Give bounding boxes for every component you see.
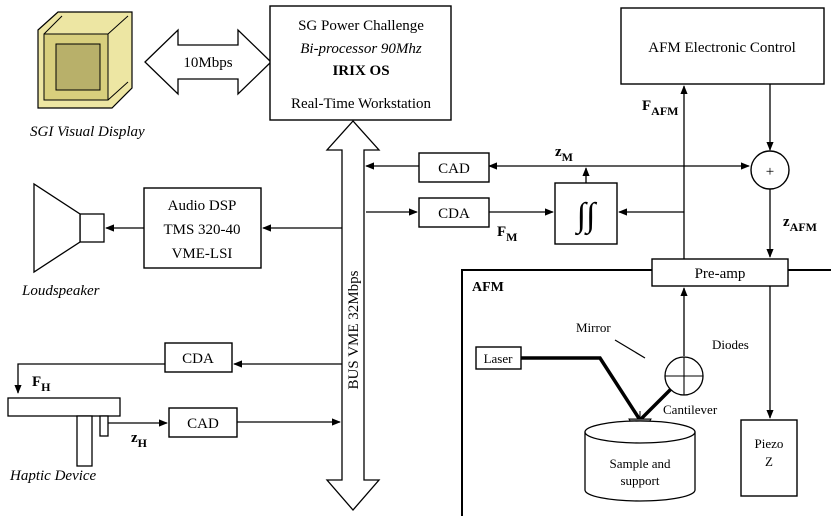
cda-mid-label: CDA (438, 206, 470, 222)
z-afm-label: zAFM (783, 214, 817, 234)
workstation-line1: SG Power Challenge (298, 18, 424, 34)
f-h-label: FH (32, 374, 51, 394)
workstation-line3: IRIX OS (332, 63, 389, 79)
afm-title: AFM (472, 280, 504, 295)
display-label: SGI Visual Display (30, 124, 145, 140)
vme-bus-arrow (325, 120, 381, 511)
piezo-box (740, 419, 798, 497)
z-h-label: zH (131, 430, 148, 450)
piezo-label-line2: Z (765, 454, 773, 469)
afm-control-label: AFM Electronic Control (648, 40, 795, 56)
vme-bus-label: BUS VME 32Mbps (346, 270, 362, 389)
f-afm-label: FAFM (642, 98, 679, 118)
laser-beam-path (521, 356, 686, 423)
cad-top-label: CAD (438, 161, 470, 177)
loudspeaker-icon (33, 182, 105, 274)
z-m-label: zM (555, 144, 573, 164)
cad-haptic-label: CAD (187, 416, 219, 432)
piezo-label-line1: Piezo (755, 436, 784, 451)
sample-label-line2: support (621, 473, 660, 488)
cantilever-label: Cantilever (663, 402, 718, 417)
loudspeaker-label: Loudspeaker (21, 283, 100, 299)
workstation-line4: Real-Time Workstation (291, 96, 432, 112)
audio-dsp-line1: Audio DSP (168, 198, 237, 214)
cad-top-box (418, 152, 490, 183)
haptic-device-icon (7, 397, 121, 467)
display-link-label: 10Mbps (183, 55, 232, 71)
summing-symbol: + (766, 164, 774, 180)
workstation-box (269, 5, 452, 121)
mirror-line (614, 339, 646, 359)
sample-cylinder (584, 420, 696, 502)
integrator-box (554, 182, 618, 245)
mirror-label: Mirror (576, 320, 611, 335)
audio-dsp-line3: VME-LSI (172, 246, 233, 262)
audio-dsp-line2: TMS 320-40 (163, 222, 240, 238)
diodes-label: Diodes (712, 337, 749, 352)
f-h-line (14, 363, 165, 394)
preamp-label: Pre-amp (695, 266, 746, 282)
f-m-label: FM (497, 224, 518, 244)
cda-haptic-box (164, 342, 233, 373)
haptic-device-label: Haptic Device (9, 468, 97, 484)
integrator-symbol: ∫∫ (575, 197, 598, 236)
workstation-line2: Bi-processor 90Mhz (300, 41, 422, 57)
laser-label: Laser (484, 351, 514, 366)
monitor-icon (37, 11, 133, 109)
cda-haptic-label: CDA (182, 351, 214, 367)
audio-dsp-box (143, 187, 262, 269)
afm-control-box (620, 7, 825, 85)
sample-label-line1: Sample and (609, 456, 671, 471)
preamp-box (651, 258, 789, 287)
